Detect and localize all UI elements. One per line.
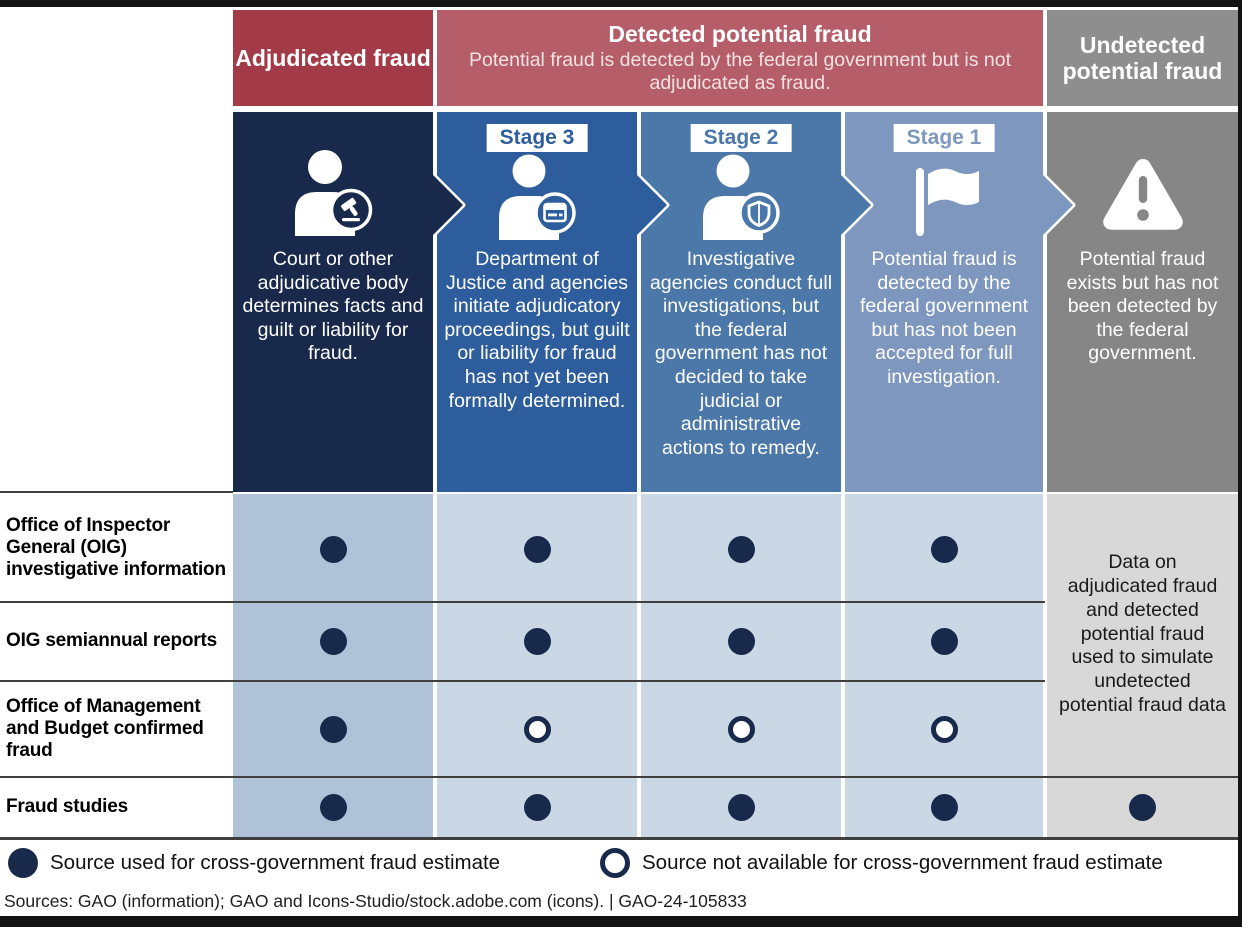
stage-label: Stage 3 xyxy=(486,124,588,152)
header-detected-potential-fraud: Detected potential fraud Potential fraud… xyxy=(437,10,1043,106)
row-separator xyxy=(0,776,1238,778)
row-label-oig-investigative-information: Office of Inspector General (OIG) invest… xyxy=(6,514,226,581)
row-separator xyxy=(0,680,1045,682)
header-title: Adjudicated fraud xyxy=(235,45,431,71)
flow-arrow-right-icon xyxy=(841,174,874,236)
right-border xyxy=(1238,0,1242,927)
person-document-icon xyxy=(499,154,576,240)
row-separator xyxy=(0,491,233,493)
source-dot xyxy=(320,536,347,563)
person-shield-icon xyxy=(703,154,780,240)
source-dot xyxy=(728,628,755,655)
legend-label: Source not available for cross-governmen… xyxy=(642,851,1163,874)
flow-arrow-right-icon xyxy=(637,174,670,236)
column-description: Department of Justice and agencies initi… xyxy=(444,248,630,412)
stage-label: Stage 1 xyxy=(893,124,995,152)
column-adjudicated-fraud: Court or other adjudicative body determi… xyxy=(233,112,433,492)
legend-open-dot-icon xyxy=(600,848,630,878)
header-adjudicated-fraud: Adjudicated fraud xyxy=(233,10,433,106)
column-description: Potential fraud exists but has not been … xyxy=(1066,248,1219,365)
source-dot xyxy=(728,794,755,821)
column-undetected: Potential fraud exists but has not been … xyxy=(1047,112,1238,492)
top-border xyxy=(0,0,1242,7)
source-dot xyxy=(931,628,958,655)
warning-icon xyxy=(1102,159,1183,230)
source-dot xyxy=(524,794,551,821)
header-subtitle: Potential fraud is detected by the feder… xyxy=(468,48,1011,94)
row-label-oig-semiannual-reports: OIG semiannual reports xyxy=(6,630,217,652)
source-dot xyxy=(931,536,958,563)
stage-label: Stage 2 xyxy=(690,124,792,152)
source-dot xyxy=(931,716,958,743)
flow-arrow-right-icon xyxy=(433,174,466,236)
legend-item-source-used: Source used for cross-government fraud e… xyxy=(8,848,500,878)
table-bottom-line xyxy=(0,837,1238,840)
undetected-data-note: Data on adjudicated fraud and detected p… xyxy=(1059,551,1226,716)
column-stage-1: Stage 1 Potential fraud is detected by t… xyxy=(845,112,1043,492)
row-label-omb-confirmed-fraud: Office of Management and Budget confirme… xyxy=(6,695,204,762)
source-dot xyxy=(320,716,347,743)
source-dot xyxy=(728,716,755,743)
source-dot xyxy=(524,628,551,655)
source-dot xyxy=(524,536,551,563)
row-separator xyxy=(0,601,1045,603)
legend-label: Source used for cross-government fraud e… xyxy=(50,851,501,874)
legend-item-source-not-available: Source not available for cross-governmen… xyxy=(600,848,1163,878)
column-stage-3: Stage 3 Department of Justice and agenci… xyxy=(437,112,637,492)
flow-arrow-right-icon xyxy=(1043,174,1076,236)
sources-line: Sources: GAO (information); GAO and Icon… xyxy=(4,891,747,911)
source-dot xyxy=(1129,794,1156,821)
header-title: Detected potential fraud xyxy=(608,20,872,47)
source-dot xyxy=(931,794,958,821)
source-dot xyxy=(320,628,347,655)
data-column-undetected xyxy=(1047,494,1238,838)
source-dot xyxy=(320,794,347,821)
column-description: Potential fraud is detected by the feder… xyxy=(859,248,1029,388)
column-description: Court or other adjudicative body determi… xyxy=(242,248,424,365)
header-title: Undetected potential fraud xyxy=(1062,32,1223,84)
source-dot xyxy=(728,536,755,563)
flag-icon xyxy=(916,168,979,236)
legend-filled-dot-icon xyxy=(8,848,38,878)
source-dot xyxy=(524,716,551,743)
person-gavel-icon xyxy=(295,150,373,236)
header-undetected-potential-fraud: Undetected potential fraud xyxy=(1047,10,1238,106)
bottom-border xyxy=(0,916,1242,927)
column-stage-2: Stage 2 Investigative agencies conduct f… xyxy=(641,112,841,492)
row-label-fraud-studies: Fraud studies xyxy=(6,796,128,818)
column-description: Investigative agencies conduct full inve… xyxy=(649,248,833,459)
